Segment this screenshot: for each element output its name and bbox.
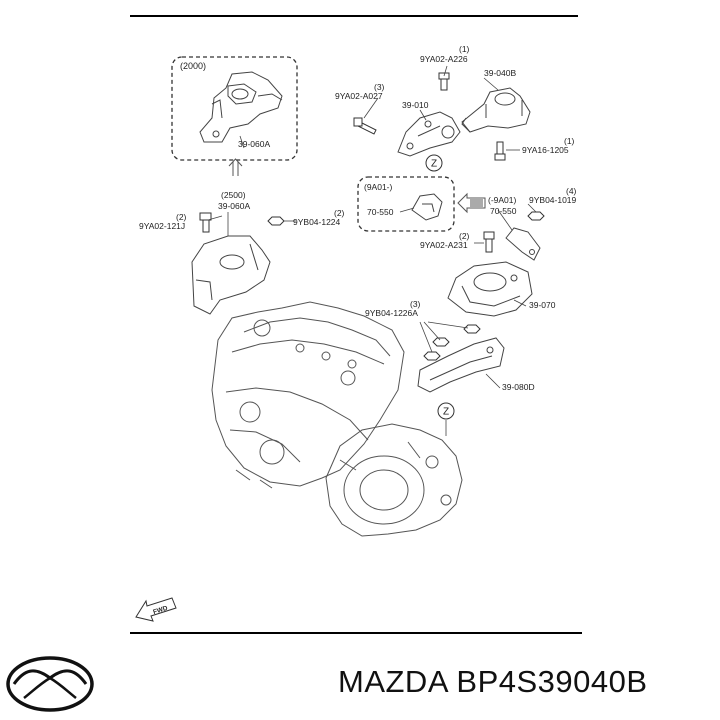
label-9yb04-1224-qty: (2) (334, 208, 345, 218)
link-arrow (228, 158, 243, 176)
bolt-9ya02-a027 (353, 117, 377, 135)
label-9ya02-a231-qty: (2) (459, 231, 470, 241)
label-group-9a01-right: (-9A01) (488, 195, 517, 205)
label-9ya02-a027-qty: (3) (374, 82, 385, 92)
mount-39-060a-2500 (191, 235, 271, 315)
label-9yb04-1226a: 9YB04-1226A (365, 308, 418, 318)
label-39-040b: 39-040B (484, 68, 517, 78)
label-9ya02-a231: 9YA02-A231 (420, 240, 468, 250)
label-9ya02-121j-qty: (2) (176, 212, 187, 222)
label-39-070: 39-070 (529, 300, 556, 310)
label-39-060a-top: 39-060A (238, 139, 271, 149)
stopper-70-550-left (411, 193, 443, 221)
label-9yb04-1226a-qty: (3) (410, 299, 421, 309)
label-group-9a01: (9A01-) (364, 182, 393, 192)
label-9yb04-1019-qty: (4) (566, 186, 577, 196)
mount-39-060a-2000 (199, 71, 283, 143)
label-group-2500: (2500) (221, 190, 246, 200)
label-70-550-right: 70-550 (490, 206, 517, 216)
label-9ya02-a226: 9YA02-A226 (420, 54, 468, 64)
label-9ya16-1205-qty: (1) (564, 136, 575, 146)
label-39-060a-mid: 39-060A (218, 201, 251, 211)
bracket-39-080d (417, 337, 505, 393)
label-9ya02-a226-qty: (1) (459, 44, 470, 54)
nuts-9yb04-1226a (423, 324, 481, 361)
label-39-080d: 39-080D (502, 382, 535, 392)
label-9ya02-121j: 9YA02-121J (139, 221, 186, 231)
mount-39-070 (447, 261, 533, 317)
z-marker-bottom: Z (443, 407, 449, 418)
label-9ya02-a027: 9YA02-A027 (335, 91, 383, 101)
mount-39-040b (461, 87, 531, 133)
label-group-2000: (2000) (180, 61, 207, 71)
group-2000-box (171, 56, 298, 161)
engine-assembly (211, 301, 463, 537)
bolt-9ya02-121j (199, 212, 212, 233)
fwd-arrow-icon: FWD (135, 597, 177, 622)
nut-9yb04-1019 (527, 211, 545, 221)
nut-9yb04-1224 (267, 216, 285, 226)
label-39-010: 39-010 (402, 100, 429, 110)
label-70-550-left: 70-550 (367, 207, 394, 217)
z-marker-top-circle (425, 154, 443, 172)
footer-part-number: MAZDA BP4S39040B (338, 664, 648, 699)
z-marker-bottom-circle (437, 402, 455, 420)
link-arrow-9a01 (457, 192, 486, 214)
mazda-logo-icon (6, 656, 94, 712)
bolt-9ya02-a231 (483, 231, 495, 253)
stopper-70-550-right (505, 227, 541, 261)
label-9ya16-1205: 9YA16-1205 (522, 145, 569, 155)
bracket-39-010 (397, 111, 461, 157)
bolt-9ya16-1205 (494, 141, 506, 161)
fwd-label: FWD (152, 605, 169, 616)
label-9yb04-1019: 9YB04-1019 (529, 195, 577, 205)
leader-lines (207, 65, 537, 436)
z-marker-top: Z (431, 159, 437, 170)
group-9a01-box (357, 176, 455, 232)
label-9yb04-1224: 9YB04-1224 (293, 217, 341, 227)
